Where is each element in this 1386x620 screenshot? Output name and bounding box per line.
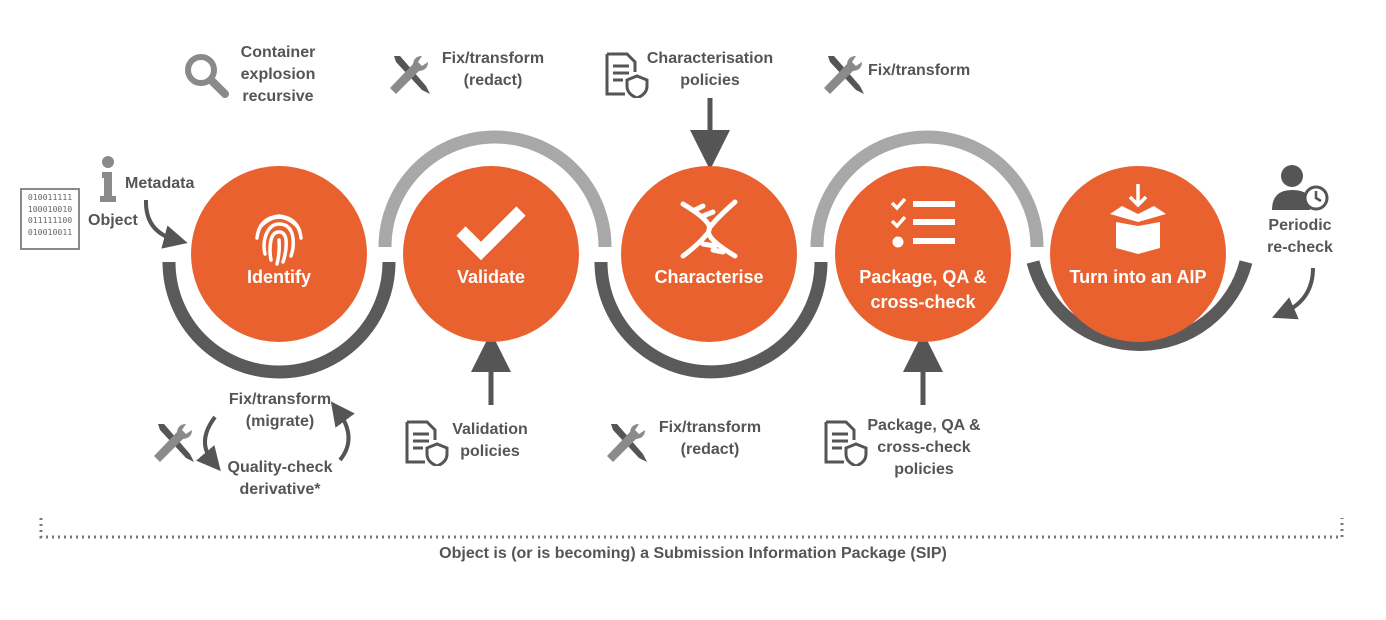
sip-caption: Object is (or is becoming) a Submission … [439, 545, 947, 562]
container-explosion-label: Container explosion recursive [240, 44, 316, 105]
binary-line: 010011111 [27, 192, 73, 202]
fix-redact-bottom-label: Fix/transform (redact) [658, 419, 762, 458]
sip-bracket [39, 518, 1344, 539]
info-icon [100, 156, 116, 202]
wrench-screwdriver-icon [607, 424, 647, 462]
policy-document-icon [824, 420, 868, 466]
arrow-quality-up [330, 401, 355, 462]
stage-label: Characterise [654, 267, 764, 287]
object-label: Object [88, 212, 138, 229]
stage-validate: Validate [403, 166, 579, 342]
validation-policies-label: Validation policies [452, 421, 528, 460]
arrow-migrate-down [196, 415, 221, 472]
stage-aip: Turn into an AIP [1050, 166, 1226, 342]
policy-document-icon [605, 52, 649, 98]
stage-characterise: Characterise [621, 166, 797, 342]
binary-line: 010010011 [27, 226, 73, 237]
arrow-periodic [1271, 267, 1315, 320]
box-icon [1110, 184, 1166, 254]
arc-bottom-characterise [594, 261, 828, 379]
quality-check-label: Quality-check derivative* [227, 459, 333, 498]
arc-top-package [810, 130, 1044, 248]
metadata-label: Metadata [125, 175, 195, 192]
arrow-object-in [143, 199, 188, 249]
stage-identify: Identify [191, 166, 367, 342]
policy-document-icon [405, 420, 449, 466]
fingerprint-icon [255, 214, 303, 266]
binary-file-icon: 010011111 100010010 011111100 010010011 [20, 188, 80, 250]
wrench-screwdriver-icon [824, 56, 864, 94]
stage-package: Package, QA & cross-check [835, 166, 1011, 342]
magnifier-icon [185, 54, 229, 98]
dna-icon [680, 199, 738, 259]
binary-line: 100010010 [27, 203, 73, 214]
stage-label: Identify [246, 267, 311, 287]
fix-migrate-label: Fix/transform (migrate) [228, 391, 332, 430]
arc-bottom-identify [162, 261, 396, 379]
checklist-icon [890, 197, 955, 248]
stage-label: Turn into an AIP [1069, 267, 1207, 287]
arc-top-validate [378, 130, 612, 248]
fix-redact-top-label: Fix/transform (redact) [441, 50, 545, 89]
user-clock-icon [1272, 165, 1329, 211]
wrench-screwdriver-icon [154, 424, 194, 462]
stage-label: Package, QA & cross-check [859, 267, 987, 312]
periodic-recheck-label: Periodic re-check [1267, 217, 1333, 256]
binary-line: 011111100 [27, 215, 73, 225]
wrench-screwdriver-icon [390, 56, 430, 94]
arc-bottom-aip [1026, 260, 1253, 351]
fix-top-label: Fix/transform [868, 62, 971, 79]
characterisation-policies-label: Characterisation policies [646, 50, 774, 89]
stage-label: Validate [456, 267, 526, 287]
checkmark-icon [456, 206, 526, 261]
package-policies-label: Package, QA & cross-check policies [867, 417, 981, 478]
